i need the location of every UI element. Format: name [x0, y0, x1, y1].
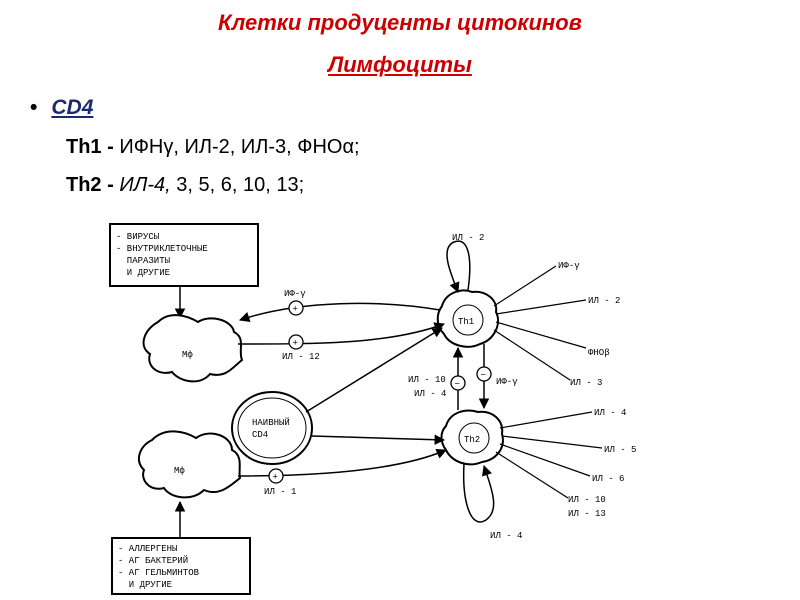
bullet-cd4: • CD4	[30, 96, 93, 120]
plus-sign-3	[268, 468, 284, 484]
line-th2-out-3	[499, 443, 591, 477]
bullet-dot: •	[30, 96, 38, 119]
bullet-label: CD4	[51, 96, 94, 119]
box-viruses: - ВИРУСЫ - ВНУТРИКЛЕТОЧНЫЕ ПАРАЗИТЫ И ДР…	[109, 223, 259, 287]
arrow-th1-to-mf	[239, 302, 441, 322]
box-top-line-2: - ВНУТРИКЛЕТОЧНЫЕ	[116, 244, 208, 254]
th1-name: Th1 -	[66, 136, 120, 158]
box-bottom-line-1: - АЛЛЕРГЕНЫ	[118, 544, 177, 554]
box-bottom-line-4: И ДРУГИЕ	[118, 580, 172, 590]
box-bottom-line-2: - АГ БАКТЕРИЙ	[118, 555, 188, 566]
macrophage-top: Мф	[142, 314, 244, 383]
th2-out-5: ИЛ - 13	[568, 509, 606, 519]
mf-label-bottom: Мф	[174, 466, 185, 476]
box-top-line-3: ПАРАЗИТЫ	[116, 256, 170, 266]
arrow-mf-to-th2	[237, 448, 447, 477]
label-il4-mid: ИЛ - 4	[414, 389, 446, 399]
loop-il4	[462, 463, 495, 523]
label-il10-mid: ИЛ - 10	[408, 375, 446, 385]
th2-out-3: ИЛ - 6	[592, 474, 624, 484]
naive-cd4-cell: НАИВНЫЙ CD4	[231, 391, 313, 465]
mf-label-top: Мф	[182, 350, 193, 360]
label-il2-loop: ИЛ - 2	[452, 233, 484, 243]
line-th2-out-2	[501, 435, 603, 449]
th2-cell: Th2	[440, 409, 504, 466]
label-il4-loop: ИЛ - 4	[490, 531, 522, 541]
box-top-line-1: - ВИРУСЫ	[116, 232, 159, 242]
th1-out-4: ИЛ - 3	[570, 378, 602, 388]
th2-cytokine-italic: ИЛ-4,	[119, 174, 171, 196]
th2-line: Th2 - ИЛ-4, 3, 5, 6, 10, 13;	[66, 174, 304, 197]
th2-out-2: ИЛ - 5	[604, 445, 636, 455]
box-allergens: - АЛЛЕРГЕНЫ - АГ БАКТЕРИЙ - АГ ГЕЛЬМИНТО…	[111, 537, 251, 595]
arrow-mf-to-th1	[237, 322, 445, 345]
line-th1-out-3	[495, 321, 587, 349]
th2-out-4: ИЛ - 10	[568, 495, 606, 505]
arrow-naive-to-th2	[311, 434, 446, 445]
plus-text-1: +	[293, 305, 298, 315]
label-il1: ИЛ - 1	[264, 487, 296, 497]
th1-out-1: ИФ-γ	[558, 261, 580, 271]
line-th1-out-1	[493, 265, 557, 307]
th1-label: Th1	[458, 317, 474, 327]
th2-name: Th2 -	[66, 174, 120, 196]
box-top-line-4: И ДРУГИЕ	[116, 268, 170, 278]
label-il12: ИЛ - 12	[282, 352, 320, 362]
plus-text-2: +	[293, 339, 298, 349]
line-th1-out-4	[493, 329, 571, 381]
plus-sign-1	[288, 300, 304, 316]
minus-text-1: −	[455, 380, 460, 390]
loop-il2	[446, 240, 471, 293]
minus-text-2: −	[481, 371, 486, 381]
plus-sign-2	[288, 334, 304, 350]
label-if-gamma-mid: ИФ-γ	[496, 377, 518, 387]
box-bottom-line-3: - АГ ГЕЛЬМИНТОВ	[118, 568, 200, 578]
th1-cytokines: ИФНγ, ИЛ-2, ИЛ-3, ФНОα;	[119, 136, 360, 158]
slide-title: Клетки продуценты цитокинов	[218, 10, 582, 35]
th2-out-1: ИЛ - 4	[594, 408, 626, 418]
th2-label: Th2	[464, 435, 480, 445]
arrow-naive-to-th1	[305, 327, 443, 413]
line-th2-out-4	[495, 451, 569, 499]
th1-out-3: ФНОβ	[588, 348, 610, 358]
macrophage-bottom: Мф	[137, 430, 242, 499]
naive-label-2: CD4	[252, 430, 268, 440]
th2-cytokines: 3, 5, 6, 10, 13;	[170, 174, 305, 196]
line-th1-out-2	[495, 299, 587, 315]
line-th2-out-1	[499, 411, 593, 429]
th1-line: Th1 - ИФНγ, ИЛ-2, ИЛ-3, ФНОα;	[66, 136, 360, 159]
plus-text-3: +	[273, 473, 278, 483]
minus-sign-2	[476, 366, 492, 382]
minus-sign-1	[450, 375, 466, 391]
th1-out-2: ИЛ - 2	[588, 296, 620, 306]
th1-cell: Th1	[436, 289, 499, 348]
naive-label-1: НАИВНЫЙ	[252, 417, 290, 428]
slide-subtitle: Лимфоциты	[328, 52, 472, 77]
label-if-gamma-top: ИФ-γ	[284, 289, 306, 299]
